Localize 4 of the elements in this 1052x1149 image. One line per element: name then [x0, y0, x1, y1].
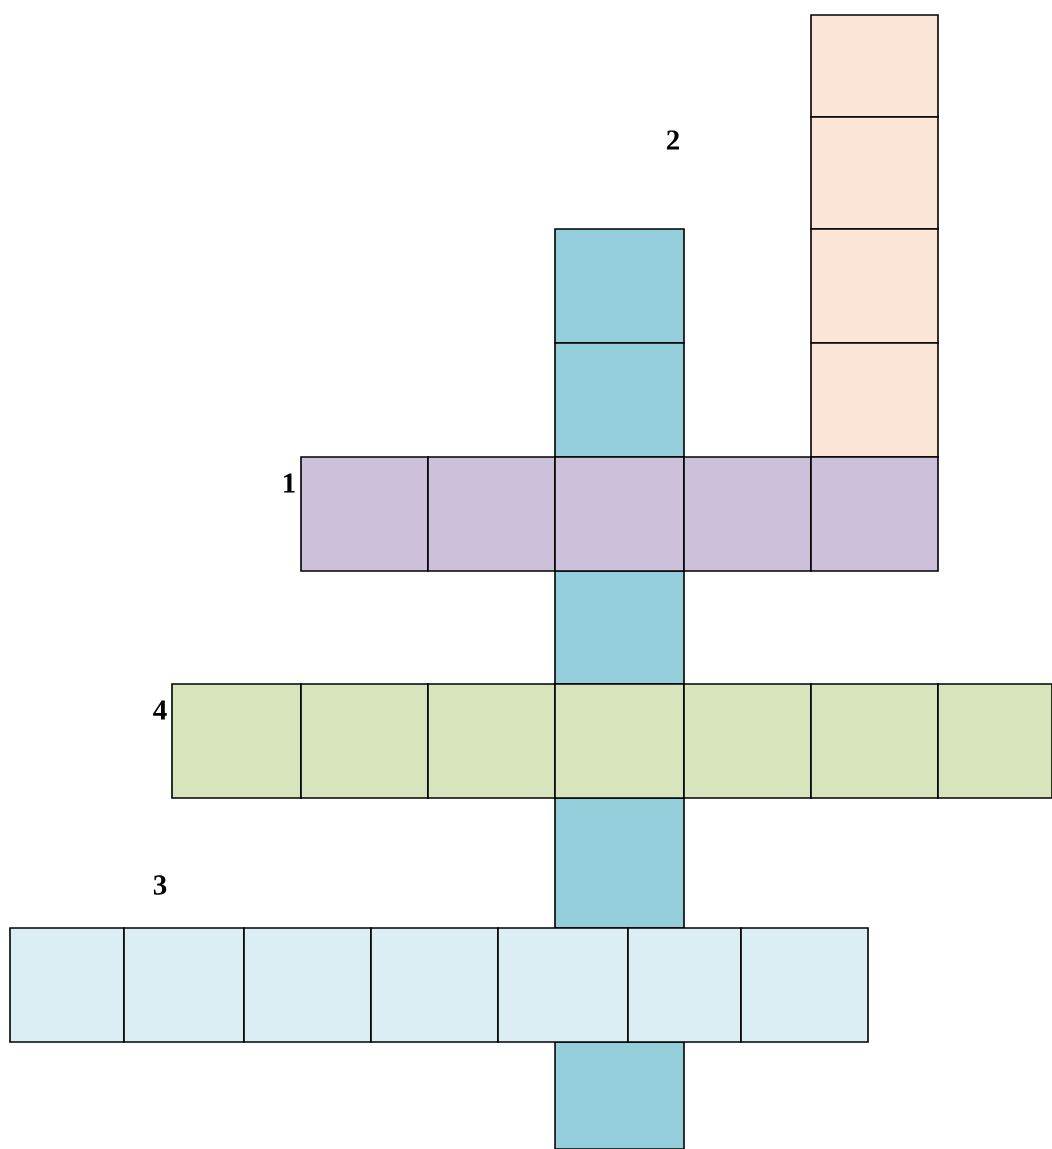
clue-number: 3	[153, 875, 167, 895]
clue-number: 4	[153, 700, 167, 720]
clue-number: 1	[284, 473, 295, 493]
clue-number: 2	[666, 130, 679, 150]
